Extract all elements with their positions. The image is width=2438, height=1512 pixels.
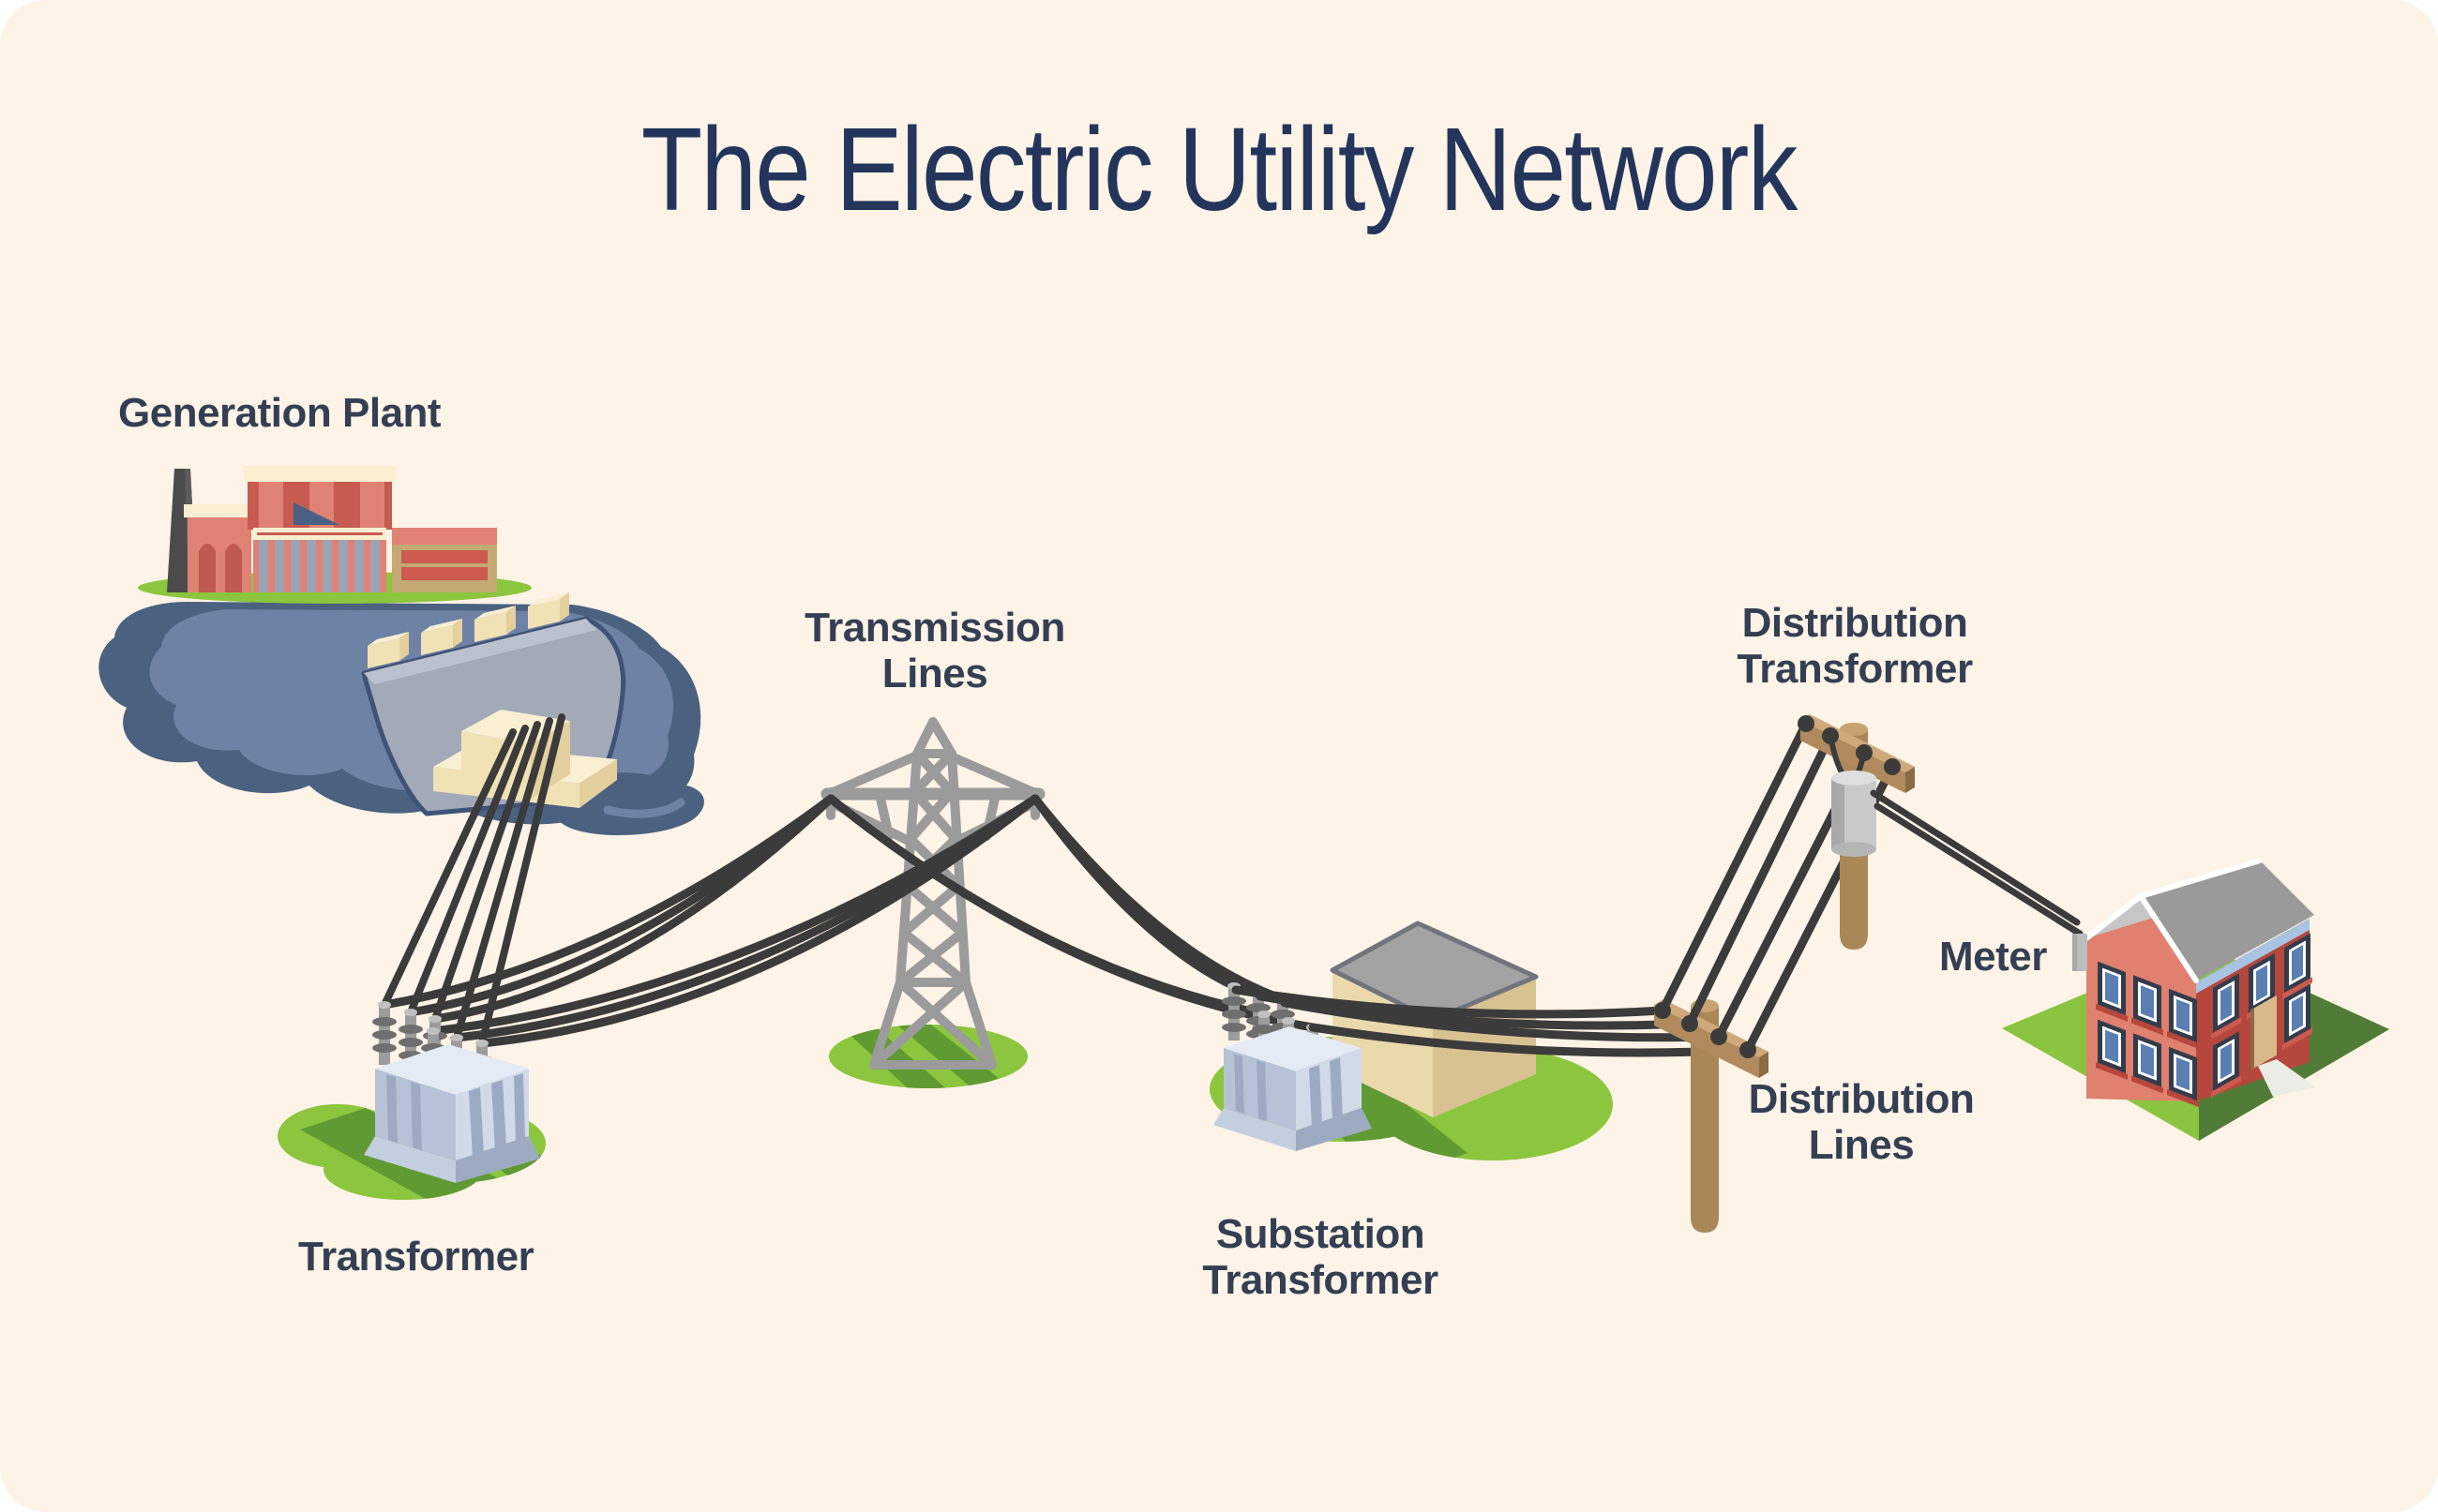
transformer-label: Transformer — [298, 1234, 534, 1280]
tower-icon — [820, 717, 1046, 1070]
page-title: The Electric Utility Network — [641, 103, 1798, 235]
transformer-icon — [364, 1001, 540, 1183]
distribution-pole-icon — [1654, 999, 1768, 1233]
wires-transformer-to-tower — [380, 794, 1040, 1048]
meter-icon — [2072, 934, 2087, 971]
tower-grass-shadow — [844, 1025, 999, 1088]
pole-transformer-cylinder — [1831, 771, 1876, 857]
generation-plant — [98, 466, 704, 1047]
wires-distribution — [1231, 985, 1753, 1057]
transmission-tower — [820, 717, 1046, 1088]
substation-transformer-icon — [1213, 982, 1372, 1151]
substation-transformer-label: Substation Transformer — [1202, 1211, 1438, 1304]
dam-blocks — [368, 592, 569, 668]
generation-plant-label: Generation Plant — [118, 390, 442, 436]
distribution-transformer-icon — [1798, 714, 1915, 950]
meter-label: Meter — [1939, 934, 2047, 980]
transformer-left — [278, 1001, 546, 1200]
splash-swirl — [603, 798, 685, 818]
wires-dam-to-transformer — [381, 713, 565, 1047]
transmission-lines-label: Transmission Lines — [805, 605, 1065, 697]
factory-icon — [167, 466, 497, 592]
distribution-transformer-label: Distribution Transformer — [1737, 600, 1973, 693]
wires-service-drop — [1870, 789, 2084, 937]
walkway — [2258, 1059, 2316, 1097]
house-windows-right — [2211, 933, 2312, 1099]
house-icon — [2072, 858, 2316, 1108]
house-door — [2250, 995, 2277, 1070]
house — [2002, 858, 2389, 1141]
house-windows-left — [2096, 961, 2199, 1108]
dam-icon — [361, 592, 704, 836]
distribution-lines-label: Distribution Lines — [1748, 1076, 1975, 1169]
wires-tower-to-substation — [826, 794, 1317, 1032]
